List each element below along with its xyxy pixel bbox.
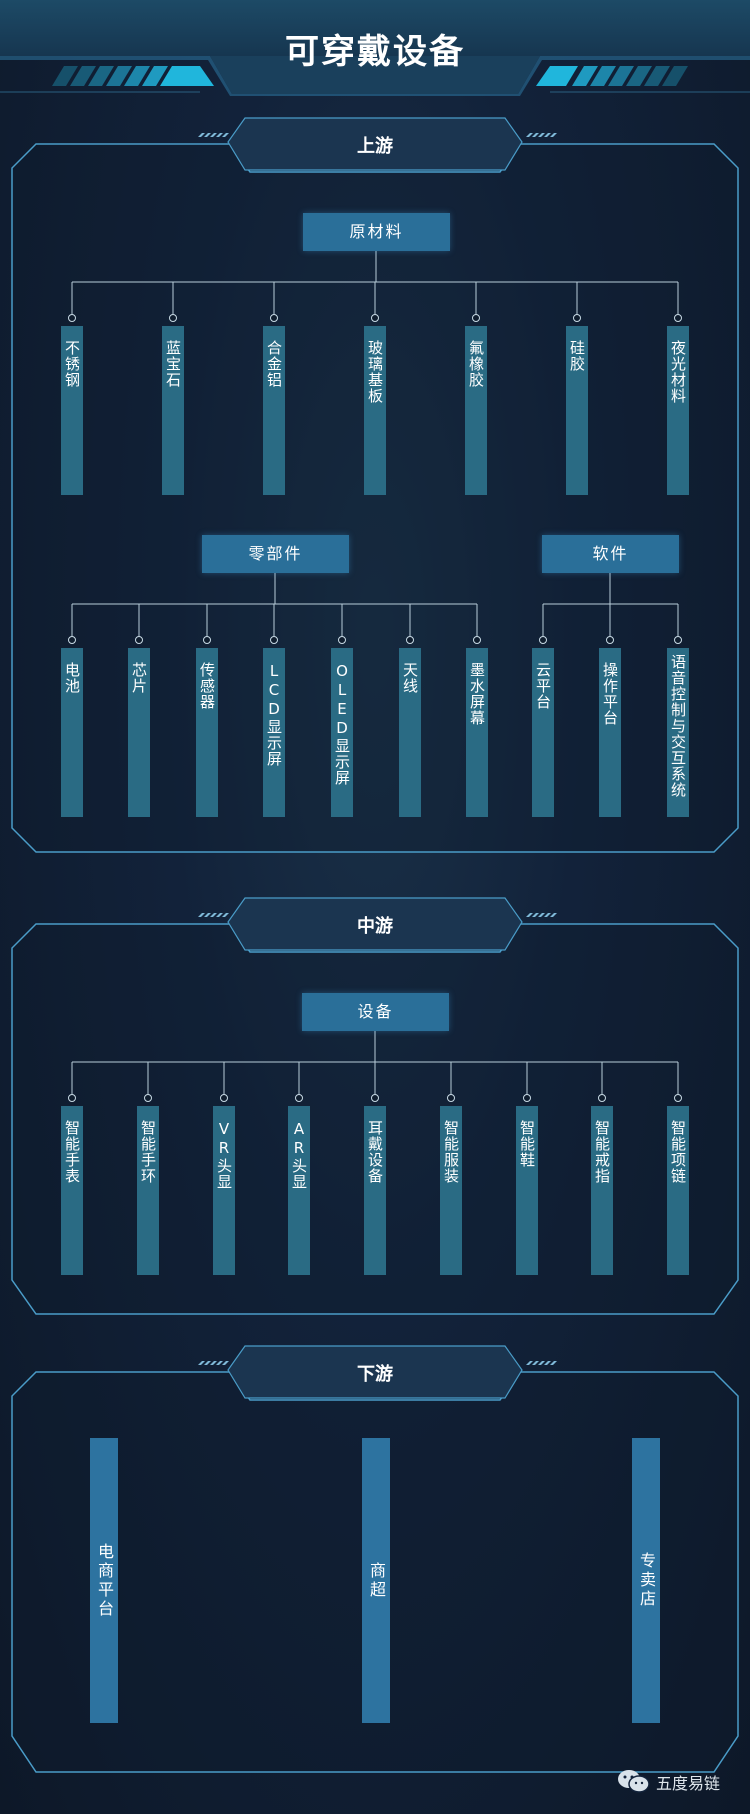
connector-dot <box>203 636 211 644</box>
software-item: 操作平台 <box>599 648 621 817</box>
raw-material-item: 合金铝 <box>263 326 285 495</box>
component-item: 墨水屏幕 <box>466 648 488 817</box>
connector-dot <box>473 636 481 644</box>
connector-dot <box>135 636 143 644</box>
component-item: 电池 <box>61 648 83 817</box>
connector-dot <box>598 1094 606 1102</box>
midstream-label: 中游 <box>357 916 393 937</box>
header-decoration <box>0 0 750 96</box>
device-item: 智能鞋 <box>516 1106 538 1275</box>
connector-dot <box>68 636 76 644</box>
devices-category: 设备 <box>302 993 449 1031</box>
connector-dot <box>674 314 682 322</box>
connector-dot <box>68 1094 76 1102</box>
component-item: LCD显示屏 <box>263 648 285 817</box>
raw-material-item: 不锈钢 <box>61 326 83 495</box>
components-category: 零部件 <box>202 535 349 573</box>
connector-dot <box>447 1094 455 1102</box>
component-item: 芯片 <box>128 648 150 817</box>
raw-material-item: 夜光材料 <box>667 326 689 495</box>
component-item: OLED显示屏 <box>331 648 353 817</box>
device-item: VR头显 <box>213 1106 235 1275</box>
upstream-label: 上游 <box>357 136 393 157</box>
connector-dot <box>539 636 547 644</box>
raw-materials-category: 原材料 <box>303 213 450 251</box>
connector-dot <box>674 1094 682 1102</box>
device-item: AR头显 <box>288 1106 310 1275</box>
watermark-text: 五度易链 <box>656 1774 721 1793</box>
connector-dot <box>169 314 177 322</box>
device-item: 智能手环 <box>137 1106 159 1275</box>
downstream-label: 下游 <box>357 1364 393 1385</box>
connector-dot <box>606 636 614 644</box>
connector-dot <box>68 314 76 322</box>
right-stripes-icon <box>536 66 688 86</box>
connector-dot <box>472 314 480 322</box>
connector-dot <box>270 314 278 322</box>
device-item: 智能项链 <box>667 1106 689 1275</box>
software-item: 语音控制与交互系统 <box>667 648 689 817</box>
connector-dot <box>371 1094 379 1102</box>
device-item: 智能戒指 <box>591 1106 613 1275</box>
software-category: 软件 <box>542 535 679 573</box>
connector-dot <box>371 314 379 322</box>
raw-material-item: 玻璃基板 <box>364 326 386 495</box>
connector-dot <box>220 1094 228 1102</box>
connector-dot <box>295 1094 303 1102</box>
wechat-icon <box>618 1770 650 1793</box>
channel-item: 商超 <box>362 1438 390 1723</box>
left-stripes-icon <box>52 66 214 86</box>
raw-material-item: 蓝宝石 <box>162 326 184 495</box>
upstream-frame <box>11 117 739 853</box>
header-banner: 可穿戴设备 <box>0 0 750 96</box>
software-item: 云平台 <box>532 648 554 817</box>
channel-item: 电商平台 <box>90 1438 118 1723</box>
component-item: 天线 <box>399 648 421 817</box>
connector-dot <box>270 636 278 644</box>
channel-item: 专卖店 <box>632 1438 660 1723</box>
raw-material-item: 氟橡胶 <box>465 326 487 495</box>
connector-dot <box>144 1094 152 1102</box>
device-item: 智能服装 <box>440 1106 462 1275</box>
page-title: 可穿戴设备 <box>285 32 465 72</box>
raw-material-item: 硅胶 <box>566 326 588 495</box>
connector-dot <box>674 636 682 644</box>
component-item: 传感器 <box>196 648 218 817</box>
device-item: 耳戴设备 <box>364 1106 386 1275</box>
device-item: 智能手表 <box>61 1106 83 1275</box>
connector-dot <box>406 636 414 644</box>
upstream-section: 上游 <box>0 112 750 872</box>
connector-dot <box>573 314 581 322</box>
watermark: 五度易链 <box>616 1768 736 1794</box>
connector-dot <box>338 636 346 644</box>
connector-dot <box>523 1094 531 1102</box>
